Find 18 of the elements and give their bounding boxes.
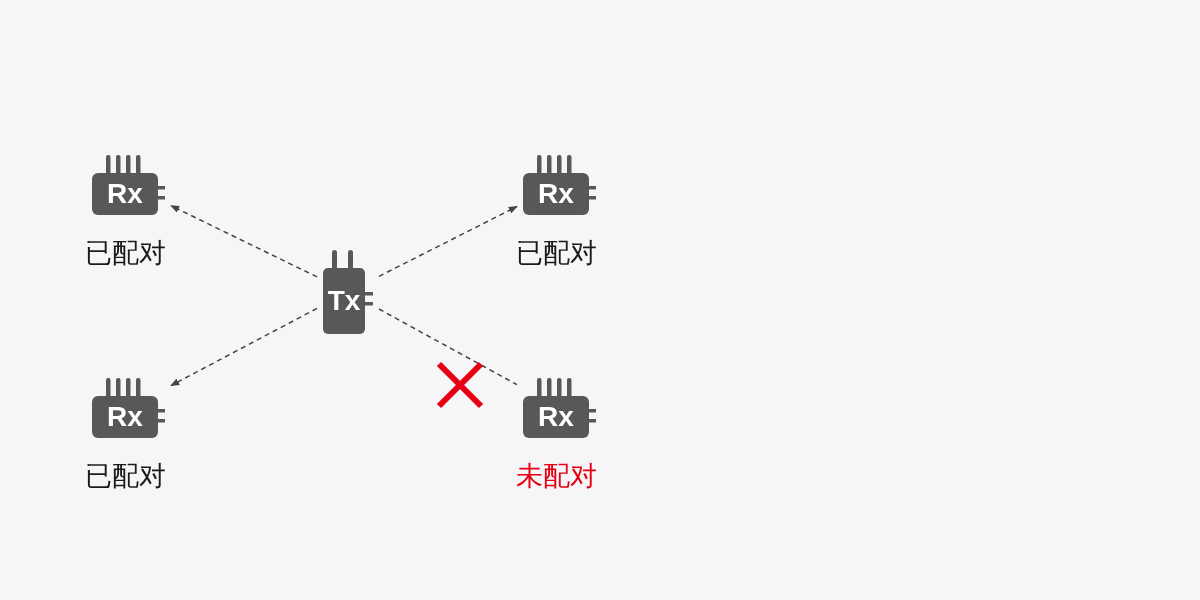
arrow	[170, 307, 318, 387]
device-label: Rx	[107, 179, 143, 209]
status-label: 已配对	[515, 237, 597, 269]
arrow	[170, 204, 318, 278]
device-label: Rx	[538, 402, 574, 432]
receiver-device	[92, 155, 165, 215]
connector-line	[378, 308, 518, 386]
receiver-device	[523, 378, 596, 438]
status-label: 已配对	[84, 237, 166, 269]
transmitter-device	[323, 250, 373, 334]
receiver-device	[523, 155, 596, 215]
arrow	[378, 205, 518, 278]
device-label: Rx	[538, 179, 574, 209]
device-label: Tx	[327, 286, 361, 316]
receiver-device	[92, 378, 165, 438]
device-label: Rx	[107, 402, 143, 432]
status-label: 已配对	[84, 460, 166, 492]
status-label: 未配对	[515, 460, 597, 492]
